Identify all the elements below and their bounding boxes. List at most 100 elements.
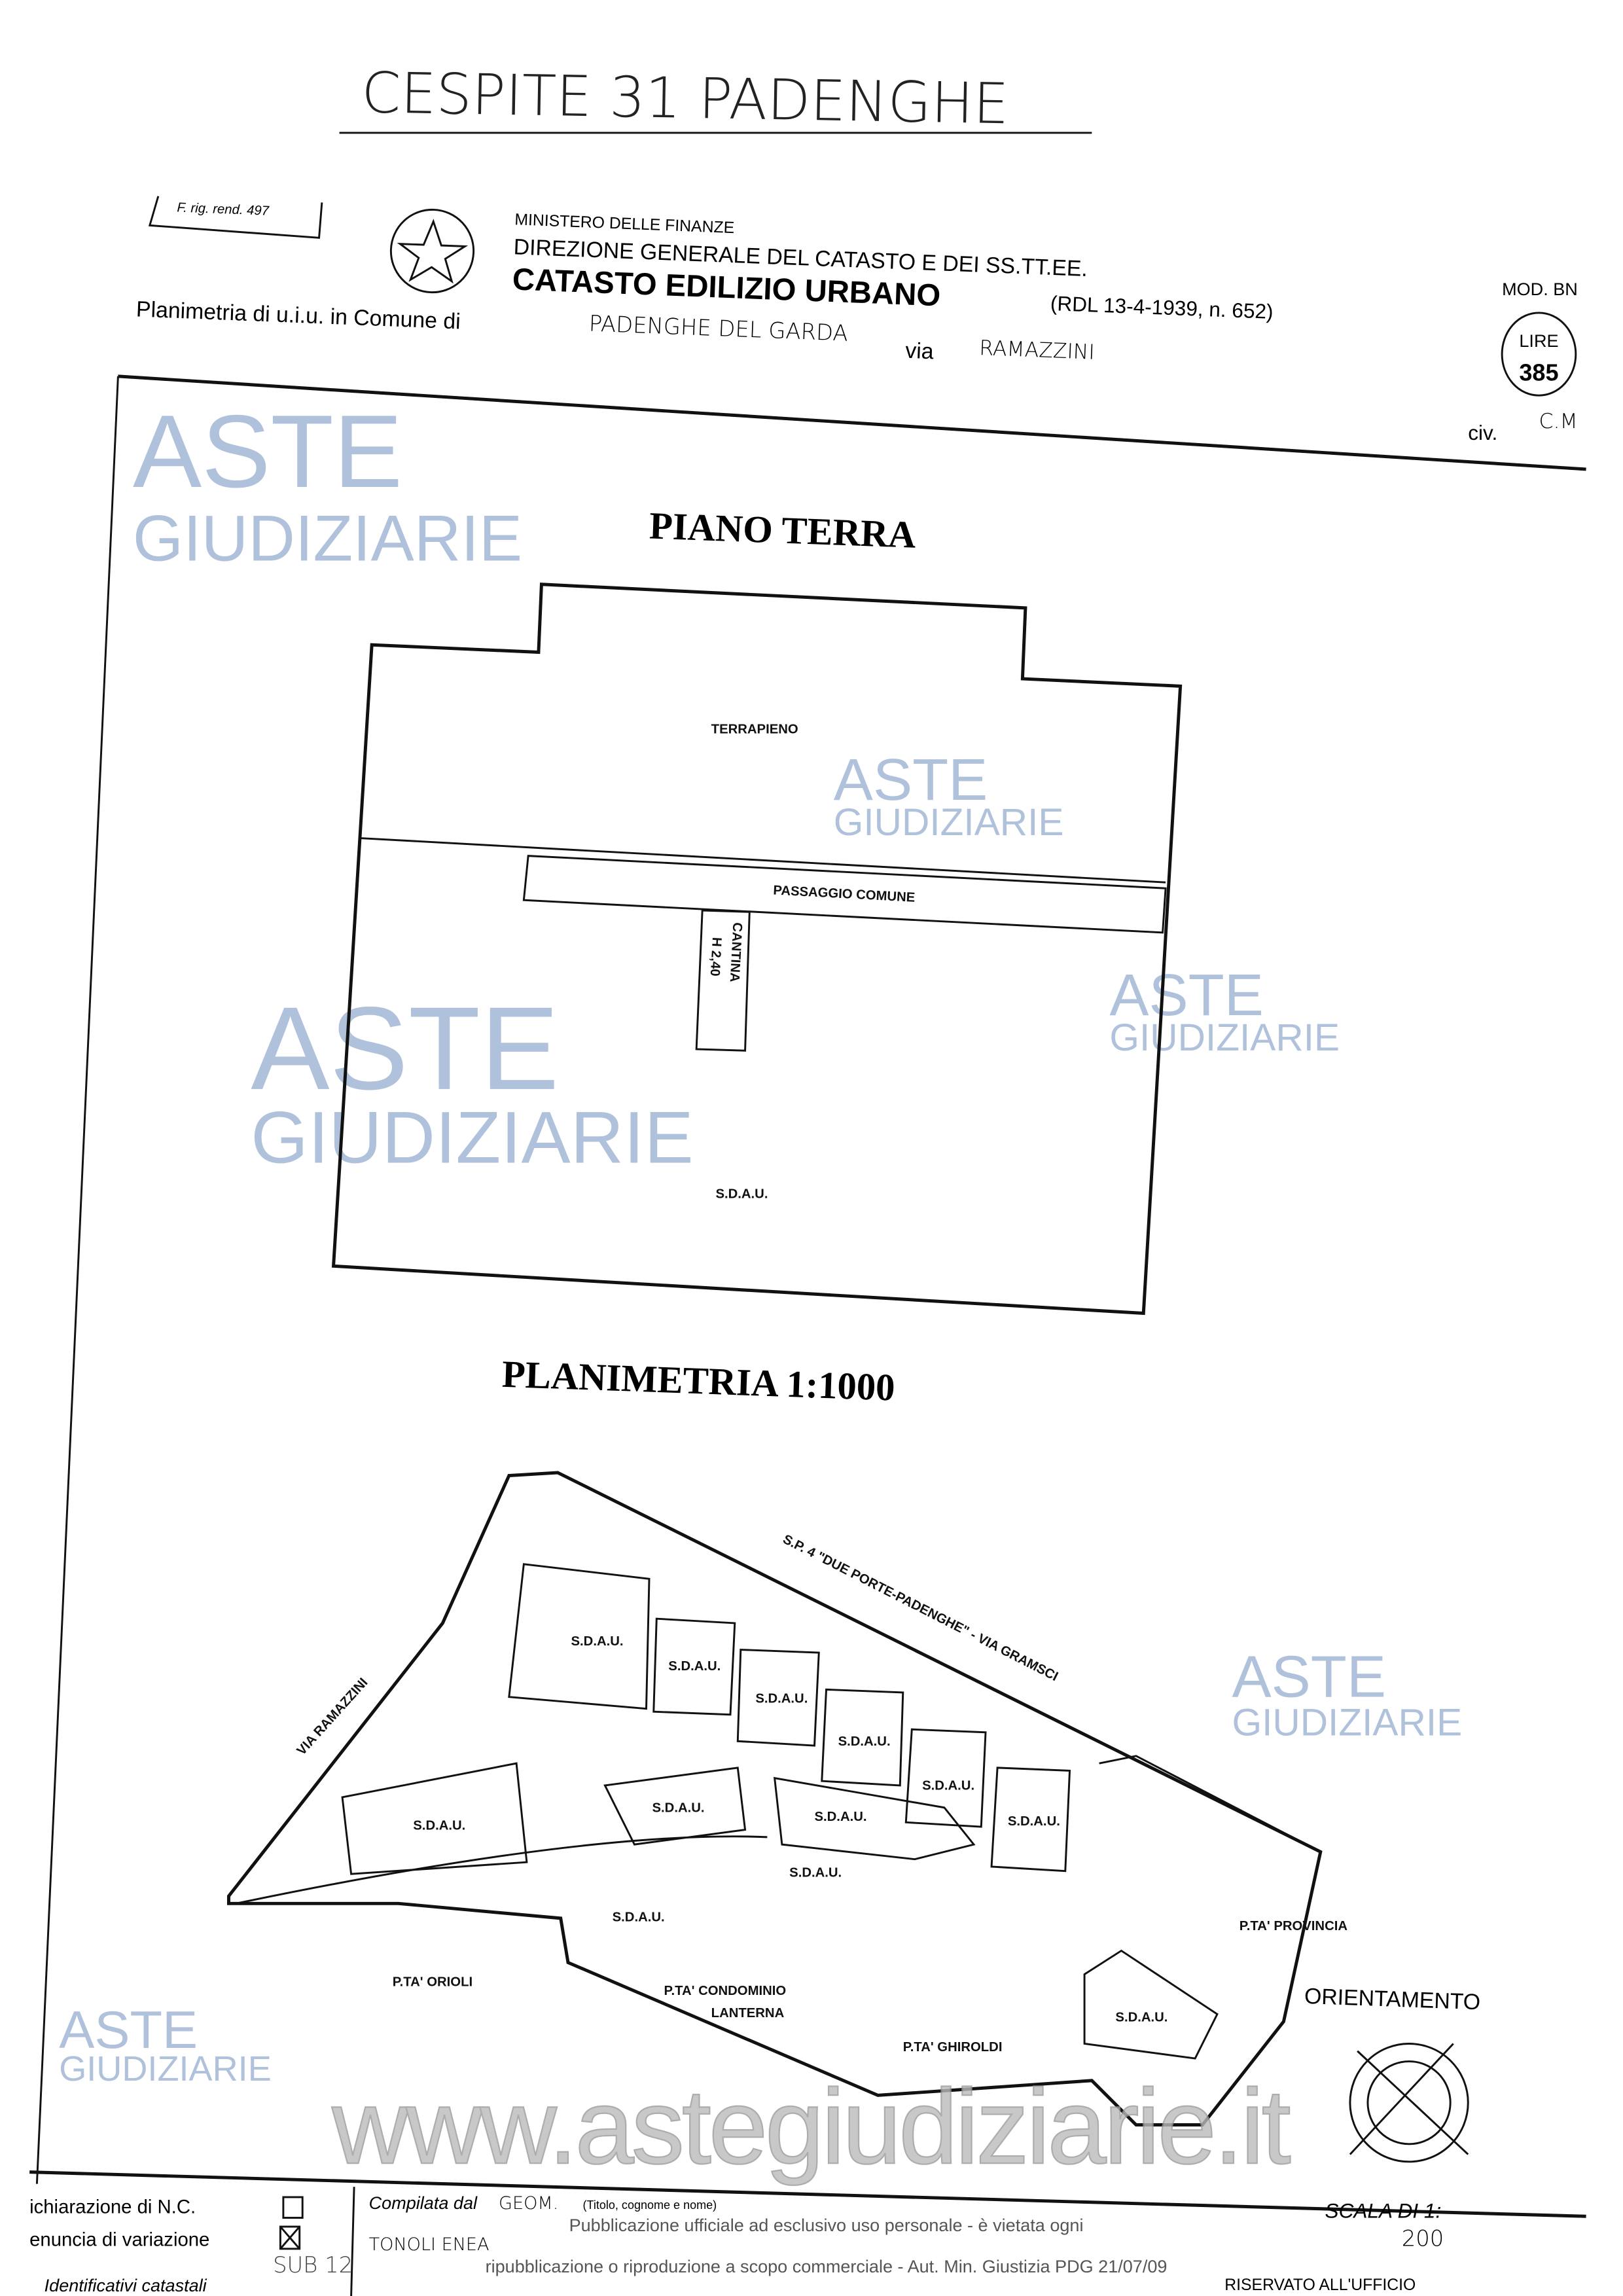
model-code: MOD. BN: [1502, 279, 1578, 299]
floor-plan-outline: [331, 583, 1183, 1316]
room-passaggio: PASSAGGIO COMUNE: [773, 884, 916, 905]
watermark-url: www.astegiudiziarie.it: [331, 2068, 1291, 2186]
building: [341, 1762, 528, 1875]
parcel-label: S.D.A.U.: [668, 1659, 721, 1674]
denuncia-checkbox-checked: [279, 2225, 301, 2250]
form-ref: F. rig. rend. 497: [177, 200, 270, 218]
neighbor-lanterna: LANTERNA: [711, 2006, 785, 2020]
watermark-brand: ASTE: [1232, 1644, 1386, 1710]
frame-top: [118, 374, 1586, 471]
parcel-labels: S.D.A.U. S.D.A.U. S.D.A.U. S.D.A.U. S.D.…: [413, 1634, 1168, 2025]
room-height: H 2,40: [707, 937, 724, 977]
parcel-label: S.D.A.U.: [815, 1810, 867, 1824]
watermark-brand: GIUDIZIARIE: [251, 1096, 693, 1179]
compiler-name: TONOLI ENEA: [369, 2234, 490, 2255]
passaggio-comune: [522, 855, 1167, 934]
republic-emblem: [389, 208, 475, 294]
watermark-brand: GIUDIZIARIE: [1109, 1016, 1340, 1059]
watermark-brand: GIUDIZIARIE: [1232, 1701, 1463, 1744]
ref-box: [148, 196, 323, 239]
watermark-brand: ASTE: [834, 747, 988, 813]
building: [821, 1688, 904, 1787]
law-ref: (RDL 13-4-1939, n. 652): [1050, 291, 1274, 323]
buildings: [341, 1563, 1321, 2060]
watermark-brand: GIUDIZIARIE: [834, 801, 1064, 844]
parcel-label: S.D.A.U.: [755, 1692, 808, 1706]
parcel-label: S.D.A.U.: [789, 1866, 842, 1880]
building: [603, 1767, 747, 1846]
via-label: via: [905, 338, 935, 365]
watermark-notice-2: ripubblicazione o riproduzione a scopo c…: [486, 2257, 1168, 2276]
parcel-label: S.D.A.U.: [613, 1910, 665, 1924]
planimetria-label: Planimetria di u.i.u. in Comune di: [135, 296, 461, 334]
footer-divider: [29, 2170, 1586, 2218]
star-icon: [397, 219, 469, 284]
site-plan-title: PLANIMETRIA 1:1000: [501, 1353, 896, 1409]
floor-plan-title: PIANO TERRA: [649, 505, 917, 556]
building: [508, 1563, 651, 1710]
denuncia-label: enuncia di variazione: [29, 2229, 209, 2250]
building: [1083, 1949, 1219, 2060]
terrapieno-divider: [360, 837, 1166, 884]
watermark-brand: ASTE: [59, 2001, 198, 2060]
scala-value: 200: [1402, 2225, 1444, 2251]
building: [990, 1767, 1071, 1873]
parcel-label: S.D.A.U.: [1115, 2011, 1168, 2025]
neighbor-provincia: P.TA' PROVINCIA: [1240, 1919, 1348, 1933]
orientation-label: ORIENTAMENTO: [1304, 1984, 1480, 2015]
watermark-brand: ASTE: [133, 394, 402, 509]
riservato-label: RISERVATO ALL'UFFICIO: [1224, 2276, 1416, 2294]
frame-left: [35, 376, 119, 2184]
cantina: [695, 909, 751, 1052]
neighbor-condominio: P.TA' CONDOMINIO: [664, 1984, 787, 1998]
check-mark-icon: [279, 2226, 300, 2250]
watermark-logo: ASTE GIUDIZIARIE ASTE GIUDIZIARIE ASTE G…: [59, 394, 1462, 2089]
compiler-title: GEOM.: [499, 2193, 558, 2214]
building: [652, 1617, 736, 1716]
street-ramazzini: VIA RAMAZZINI: [294, 1676, 371, 1758]
stamp-value: 385: [1519, 359, 1558, 386]
parcel-label: S.D.A.U.: [922, 1779, 974, 1793]
building: [773, 1776, 976, 1861]
neighbor-ghiroldi: P.TA' GHIROLDI: [903, 2040, 1003, 2054]
room-sdau: S.D.A.U.: [715, 1187, 768, 1202]
parcel-label: S.D.A.U.: [413, 1819, 465, 1833]
parcel-label: S.D.A.U.: [1008, 1814, 1060, 1829]
via-value: RAMAZZINI: [979, 336, 1096, 365]
stamp: [1501, 312, 1577, 397]
parcel-label: S.D.A.U.: [571, 1634, 624, 1649]
building: [904, 1728, 987, 1828]
watermark-brand: ASTE: [1109, 962, 1263, 1028]
titolo-hint: (Titolo, cognome e nome): [583, 2198, 717, 2212]
stamp-currency: LIRE: [1519, 331, 1558, 351]
watermark-notice-1: Pubblicazione ufficiale ad esclusivo uso…: [569, 2215, 1084, 2235]
compilata-label: Compilata dal: [369, 2193, 478, 2213]
neighbor-orioli: P.TA' ORIOLI: [393, 1975, 473, 1990]
street-gramsci: S.P. 4 "DUE PORTE-PADENGHE" - VIA GRAMSC…: [781, 1532, 1060, 1684]
ministry: MINISTERO DELLE FINANZE: [514, 211, 735, 237]
north-arrow-icon: [1349, 2043, 1469, 2163]
room-terrapieno: TERRAPIENO: [711, 722, 798, 736]
watermark-brand: GIUDIZIARIE: [59, 2049, 272, 2089]
room-cantina: CANTINA: [727, 922, 745, 983]
handwritten-title: CESPITE 31 PADENGHE: [361, 60, 1010, 137]
provincia-boundary: [1099, 1755, 1321, 1853]
parcel-label: S.D.A.U.: [652, 1801, 705, 1816]
comune-value: PADENGHE DEL GARDA: [588, 311, 848, 346]
parcel-label: S.D.A.U.: [838, 1734, 891, 1749]
identificativi-label: Identificativi catastali: [45, 2276, 207, 2295]
civ-label: civ.: [1468, 421, 1497, 444]
form-header: F. rig. rend. 497 MINISTERO DELLE FINANZ…: [135, 196, 1274, 365]
internal-road: [236, 1835, 768, 1905]
building: [736, 1649, 820, 1747]
watermark-brand: GIUDIZIARIE: [133, 503, 522, 575]
civ-value: C.M: [1539, 410, 1577, 433]
footer-col-divider: [350, 2187, 355, 2296]
site-boundary: [226, 1471, 1323, 2126]
sub-handwritten: SUB 12: [273, 2252, 353, 2278]
scala-label: SCALA DI 1:: [1325, 2199, 1442, 2223]
dichiarazione-checkbox: [282, 2196, 304, 2219]
dichiarazione-label: ichiarazione di N.C.: [29, 2197, 196, 2218]
watermark-brand: ASTE: [251, 983, 559, 1115]
